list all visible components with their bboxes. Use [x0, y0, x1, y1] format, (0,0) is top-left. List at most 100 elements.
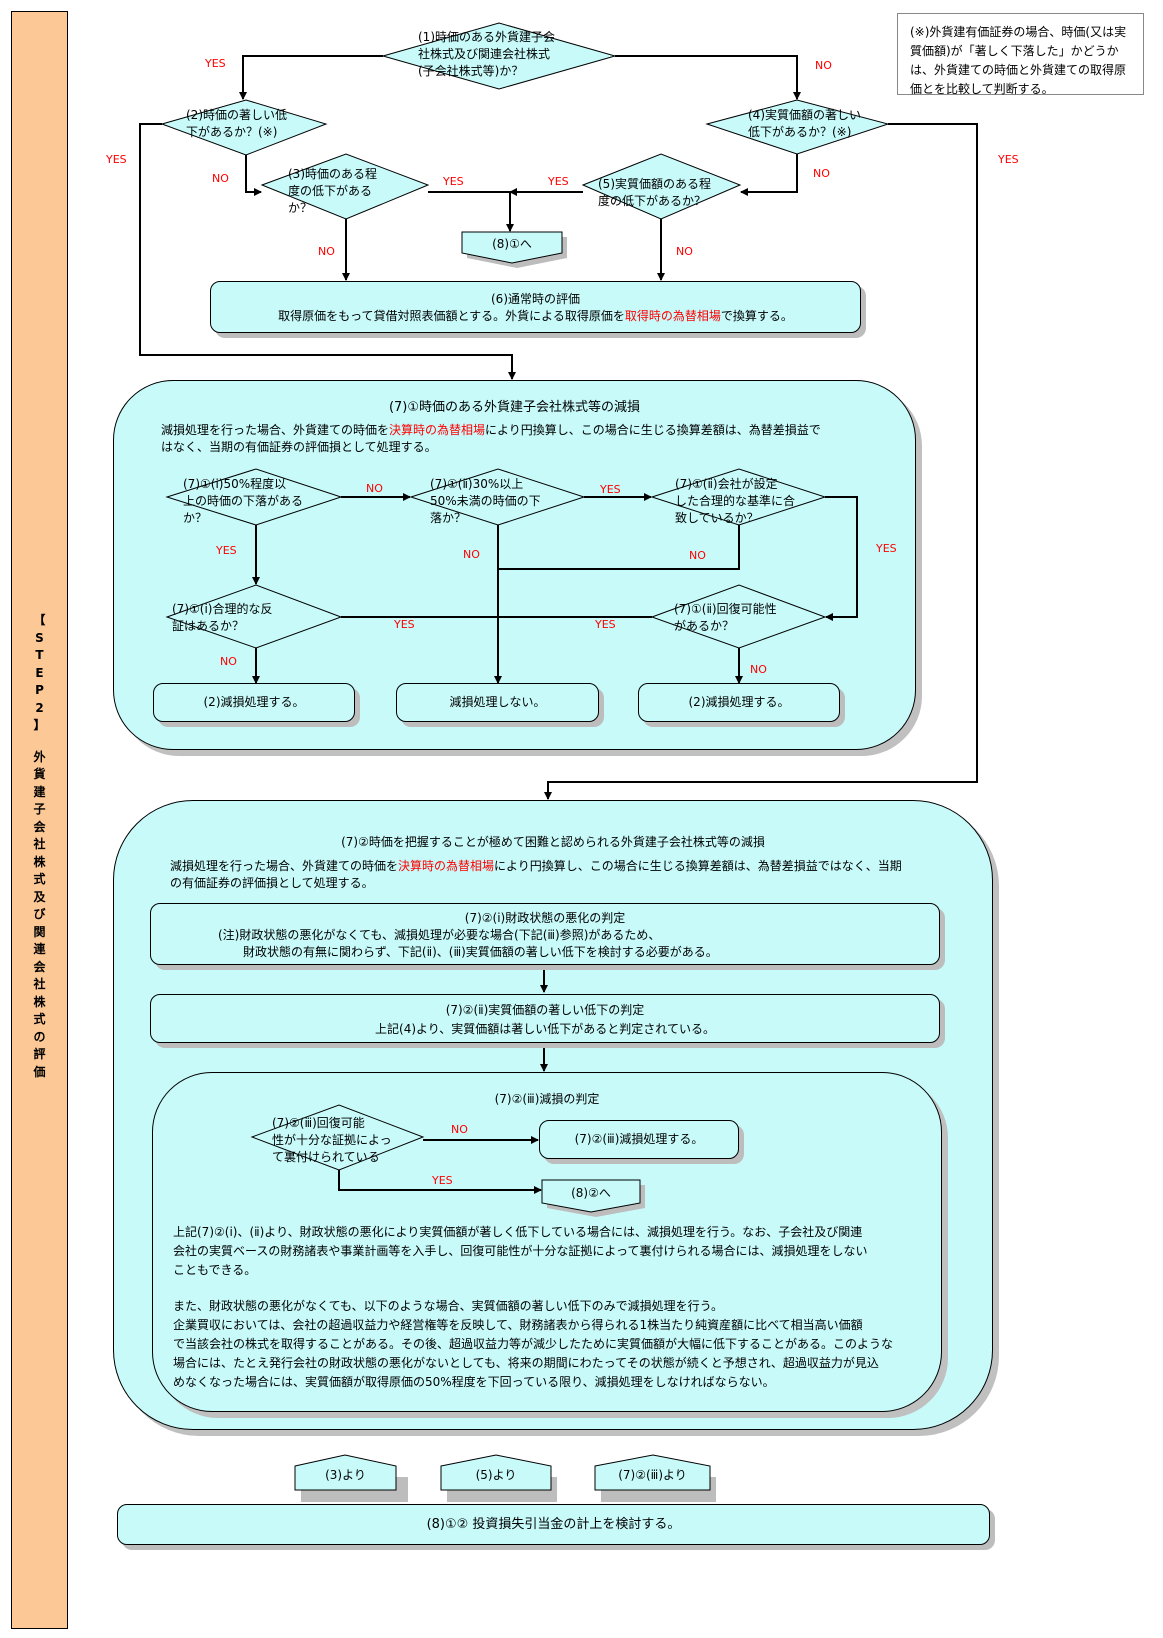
from-3-connector [294, 1454, 397, 1491]
step-letter: S [35, 630, 44, 645]
title-char: 関 [33, 924, 46, 939]
label-iii-no: NO [451, 1123, 468, 1136]
title-char: 株 [33, 854, 46, 869]
line-dc-no [498, 525, 740, 570]
decision-3-text: (3)時価のある程度の低下があるか？ [288, 167, 377, 215]
title-char: 及 [33, 889, 46, 904]
step-letter: 2 [35, 700, 44, 715]
label-db-yes: YES [600, 483, 621, 496]
title-char: 建 [33, 784, 46, 799]
label-dd-yes: YES [394, 618, 415, 631]
label-d3-no: NO [318, 245, 335, 258]
box-i-note-line2: 財政状態の有無に関わらず、下記(ⅱ)、(ⅲ)実質価額の著しい低下を検討する必要が… [243, 945, 718, 959]
decision-7-1-ii-criteria-text: (7)①(ⅱ)会社が設定した合理的な基準に合致しているか？ [675, 477, 796, 525]
label-de-no: NO [750, 663, 767, 676]
label-de-yes: YES [595, 618, 616, 631]
financial-deterioration-box: (7)②(ⅰ)財政状態の悪化の判定 (注)財政状態の悪化がなくても、減損処理が必… [150, 903, 940, 965]
arrow-iii-yes [338, 1170, 542, 1194]
from-5-label[interactable]: (5)より [475, 1468, 517, 1482]
title-char: 社 [33, 977, 46, 991]
impair-left-box: (2)減損処理する。 [153, 683, 355, 722]
title-char: 連 [33, 942, 46, 956]
label-db-no: NO [463, 548, 480, 561]
goto-8-2-label[interactable]: (8)②へ [571, 1186, 611, 1200]
decision-4-text: (4)実質価額の著しい低下があるか？(※) [748, 108, 861, 139]
box-ii-text: 上記(4)より、実質価額は著しい低下があると判定されている。 [375, 1022, 715, 1036]
box-i-note-line1: (注)財政状態の悪化がなくても、減損処理が必要な場合(下記(ⅲ)参照)があるため… [218, 928, 661, 942]
step-letter: E [35, 665, 44, 680]
decision-2-text: (2)時価の著しい低下があるか？(※) [186, 108, 287, 139]
label-d5-yes: YES [548, 175, 569, 188]
title-char: び [33, 907, 46, 921]
label-d4-no: NO [813, 167, 830, 180]
label-dc-yes: YES [876, 542, 897, 555]
label-da-yes: YES [216, 544, 237, 557]
impair-7-2-iii-box: (7)②(ⅲ)減損処理する。 [539, 1120, 739, 1159]
arrow-d1-no [615, 55, 801, 100]
title-char: 社 [33, 837, 46, 851]
decision-7-2-iii-recovery [250, 1104, 425, 1171]
title-char: 貨 [33, 767, 46, 781]
goto-8-1-label[interactable]: (8)①へ [492, 237, 532, 251]
normal-valuation-title: (6)通常時の評価 [491, 292, 580, 306]
decision-5 [581, 153, 742, 220]
label-dc-no: NO [689, 549, 706, 562]
footnote-box: (※)外貨建有価証券の場合、時価(又は実質価額)が「著しく下落した」かどうかは、… [897, 13, 1144, 96]
box-ii-title: (7)②(ⅱ)実質価額の著しい低下の判定 [445, 1003, 645, 1017]
bracket-open: 【 [33, 613, 46, 627]
label-d3-yes: YES [443, 175, 464, 188]
arrow-d1-yes [239, 55, 383, 100]
from-3-label[interactable]: (3)より [325, 1468, 366, 1482]
allowance-box: (8)①② 投資損失引当金の計上を検討する。 [117, 1504, 990, 1545]
substantial-value-box: (7)②(ⅱ)実質価額の著しい低下の判定 上記(4)より、実質価額は著しい低下が… [150, 994, 940, 1043]
decision-7-1-i-rebuttal-text: (7)①(ⅰ)合理的な反証はあるか？ [172, 602, 273, 633]
decision-5-text: (5)実質価額のある程度の低下があるか？ [598, 177, 711, 208]
decision-2 [160, 99, 328, 156]
section-7-1-title: (7)①時価のある外貨建子会社株式等の減損 [388, 400, 641, 415]
normal-valuation-box: (6)通常時の評価 取得原価をもって貸借対照表価額とする。外貨による取得原価を取… [210, 281, 861, 333]
no-impair-box: 減損処理しない。 [396, 683, 599, 722]
section-7-2-desc: 減損処理を行った場合、外貨建ての時価を決算時の為替相場により円換算し、この場合に… [170, 859, 902, 890]
label-d4-yes: YES [998, 153, 1019, 166]
label-da-no: NO [366, 482, 383, 495]
from-7-2-iii-label[interactable]: (7)②(ⅲ)より [618, 1468, 687, 1482]
decision-7-1-ii-recovery-text: (7)①(ⅱ)回復可能性があるか？ [674, 602, 777, 633]
decision-1-text: (1)時価のある外貨建子会社株式及び関連会社株式(子会社株式等)か？ [418, 30, 555, 78]
title-char: 式 [33, 1012, 46, 1026]
step-letter: T [35, 648, 44, 662]
arrow-dc-yes [825, 496, 858, 621]
arrow-d2-no [245, 155, 262, 196]
box-i-title: (7)②(ⅰ)財政状態の悪化の判定 [464, 911, 626, 925]
label-d5-no: NO [676, 245, 693, 258]
label-d1-no: NO [815, 59, 832, 72]
label-d2-no: NO [212, 172, 229, 185]
title-char: 評 [33, 1047, 46, 1061]
box-iii-paragraph-1: 上記(7)②(ⅰ)、(ⅱ)より、財政状態の悪化により実質価額が著しく低下している… [173, 1225, 868, 1277]
title-char: 株 [33, 994, 46, 1009]
arrow-d4-no [740, 154, 798, 196]
title-char: 会 [33, 959, 46, 974]
box-iii-paragraph-2: また、財政状態の悪化がなくても、以下のような場合、実質価額の著しい低下のみで減損… [173, 1299, 894, 1389]
arrow-d3-yes [428, 191, 514, 232]
label-d2-yes: YES [106, 153, 127, 166]
title-char: 価 [33, 1064, 46, 1079]
decision-7-2-iii-text: (7)②(ⅲ)回復可能性が十分な証拠によって裏付けられている [272, 1116, 392, 1164]
bracket-close: 】 [33, 718, 46, 732]
step2-sidebar: 【 S T E P 2 】 外 貨 建 子 会 社 株 式 及 び 関 連 会 … [11, 11, 68, 1629]
title-char: 会 [33, 819, 46, 834]
goto-8-2-connector [541, 1179, 641, 1213]
section-7-2-title: (7)②時価を把握することが極めて困難と認められる外貨建子会社株式等の減損 [341, 835, 765, 849]
arrow-d2-yes [139, 123, 516, 380]
title-char: の [33, 1029, 46, 1044]
title-char: 外 [33, 749, 46, 764]
goto-8-1-connector [461, 231, 563, 264]
impair-right-box: (2)減損処理する。 [638, 683, 840, 722]
title-char: 子 [33, 802, 46, 816]
title-char: 式 [33, 872, 46, 886]
box-iii-title: (7)②(ⅲ)減損の判定 [494, 1092, 600, 1106]
decision-3 [260, 153, 430, 220]
step-letter: P [35, 683, 44, 697]
label-iii-yes: YES [432, 1174, 453, 1187]
